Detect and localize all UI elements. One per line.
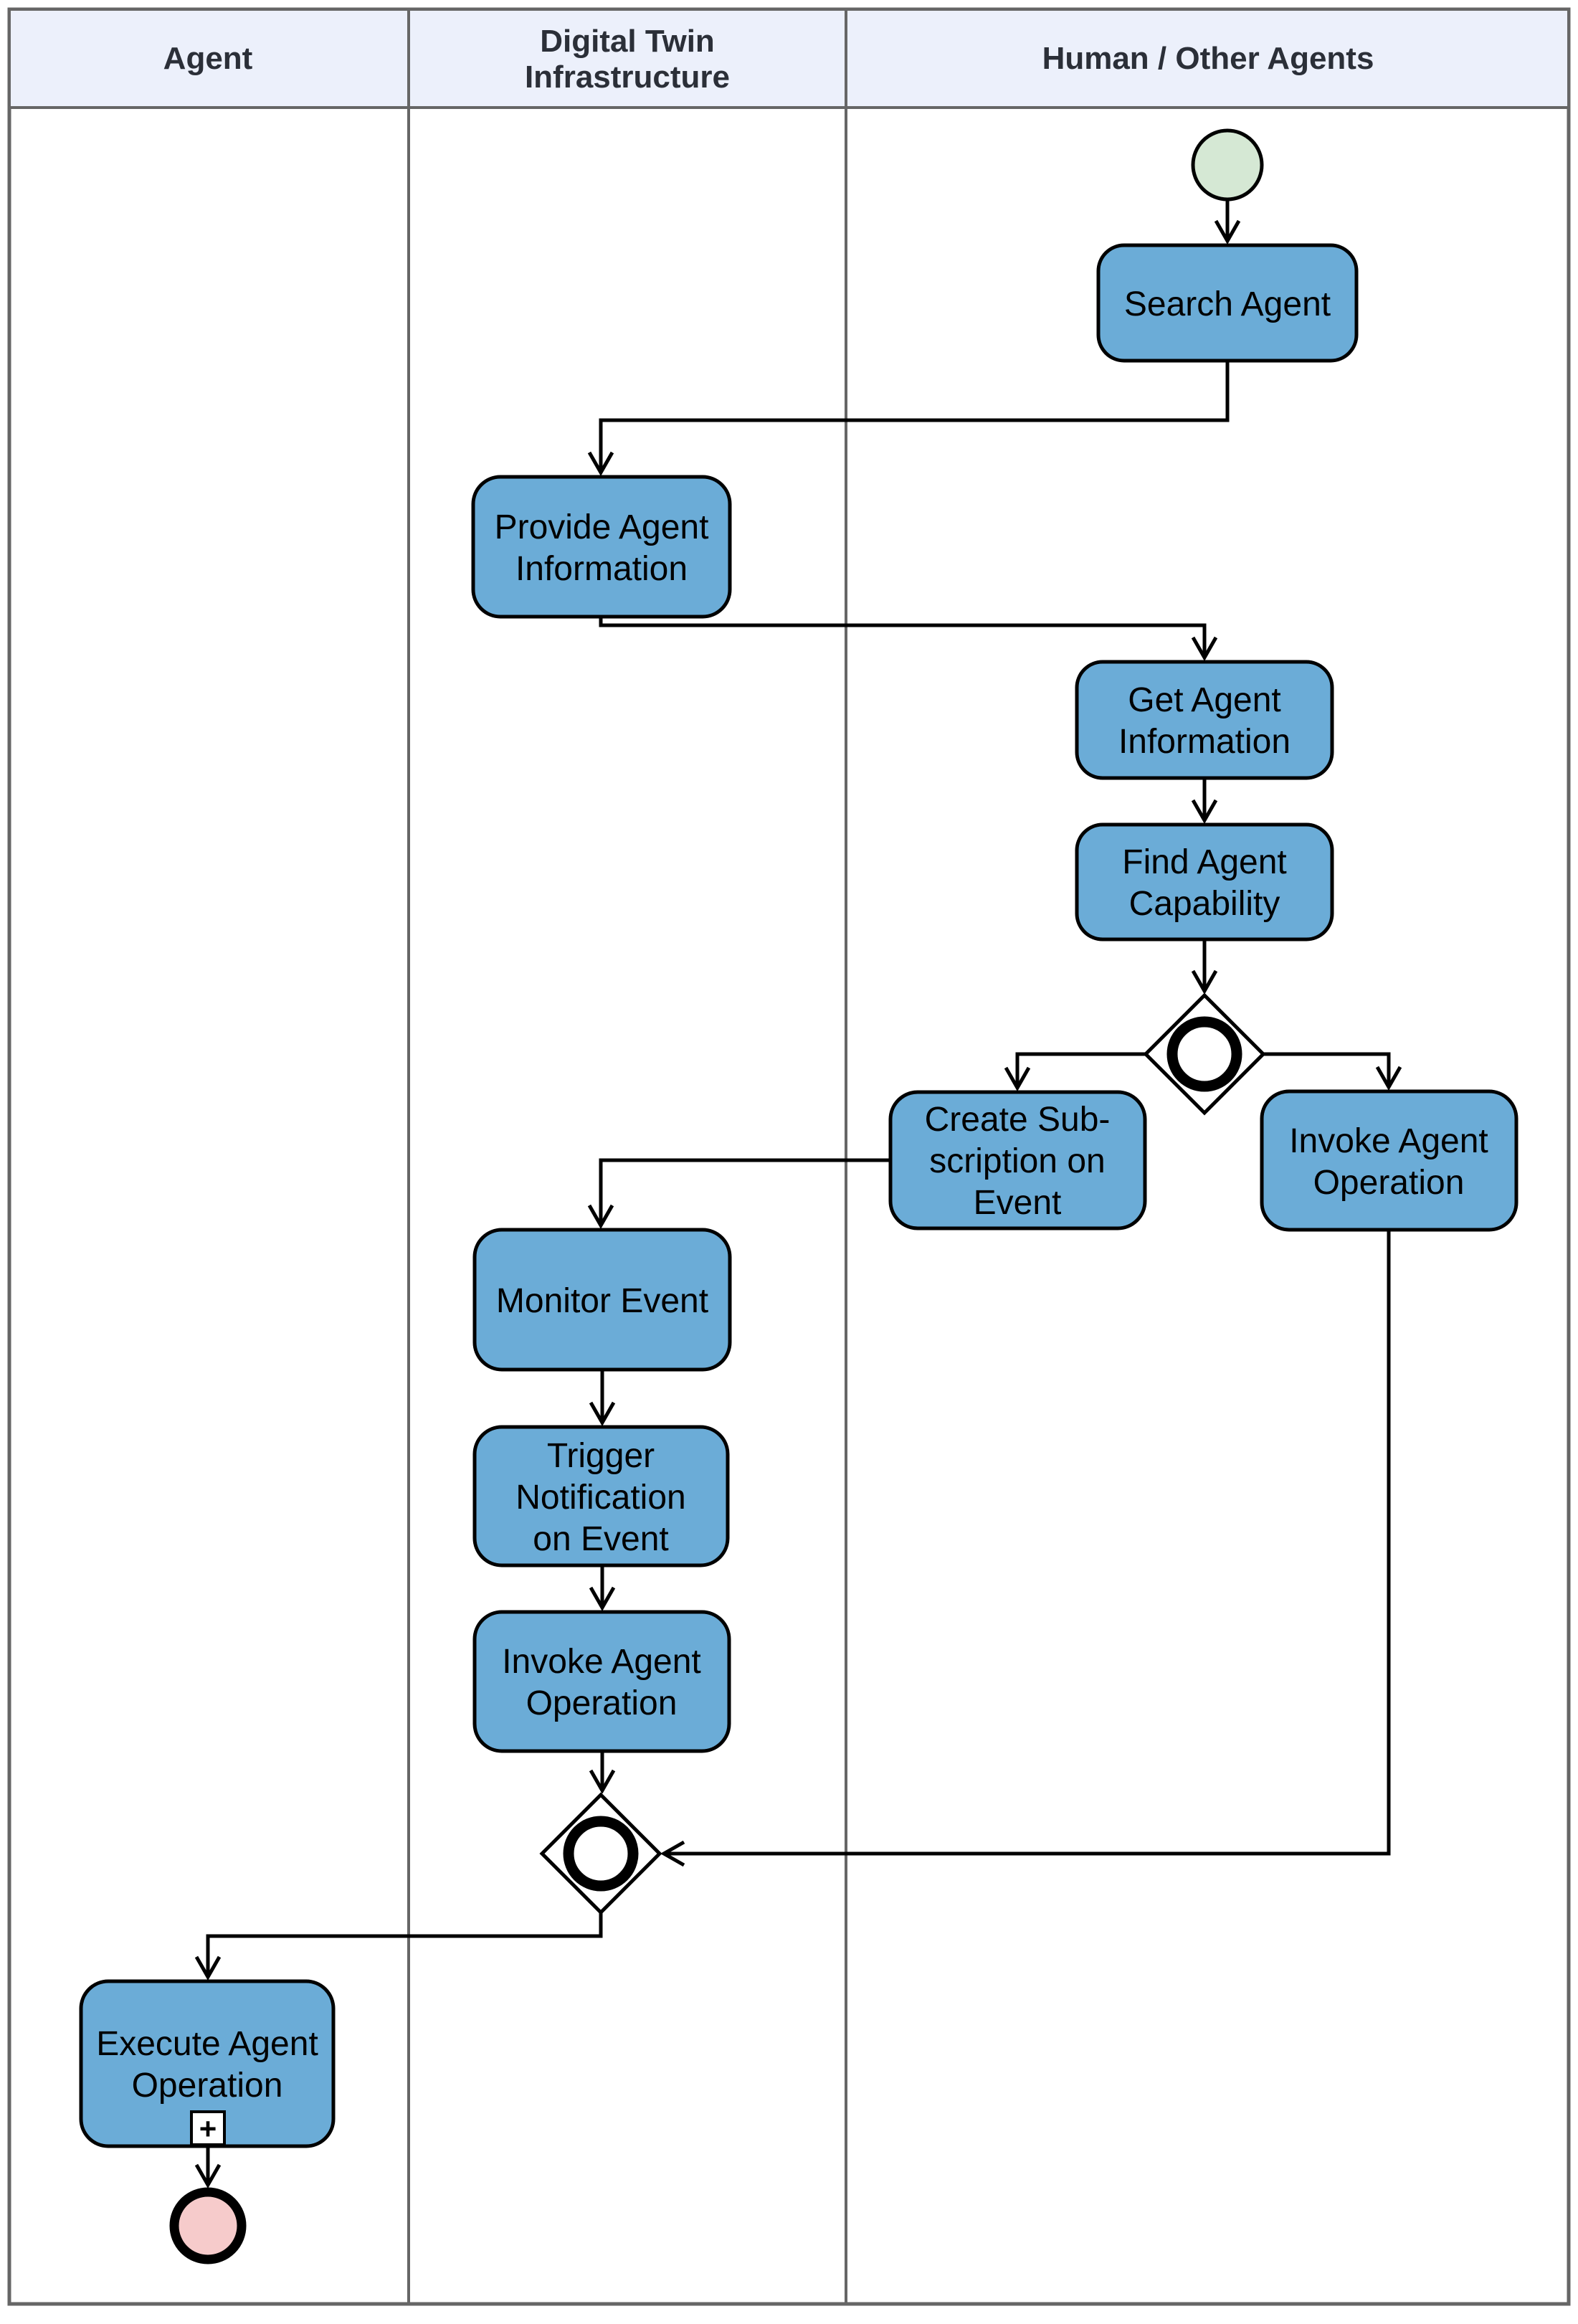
task-trigger-notification-label-line-1: Trigger [547,1437,655,1475]
flow-gateway-1-to-create-subscription [1017,1052,1146,1088]
task-search-agent-box [1096,243,1359,363]
flow-invoke-agent-operation-human-to-gateway-2 [664,1230,1391,1854]
gateway-2-diamond [539,1792,662,1915]
flow-gateway-2-to-execute-agent-operation [208,1912,603,1977]
event-gateway-1 [1143,992,1266,1116]
task-get-agent-information-label-line-1: Get Agent [1128,681,1281,719]
task-find-agent-capability: Find Agent Capability [1075,822,1334,942]
task-monitor-event: Monitor Event [472,1228,732,1372]
task-create-subscription-label-line-1: Create Sub- [925,1101,1111,1139]
gateway-2-circle [563,1816,639,1892]
task-monitor-event-label: Monitor Event [496,1282,708,1320]
task-provide-agent-information-label-line-2: Information [515,550,688,588]
lane-label-digital-twin-line-1: Digital Twin [540,24,715,59]
gateway-1-circle [1166,1016,1242,1092]
task-invoke-agent-operation-human-box [1260,1089,1518,1232]
gateway-1-diamond [1143,992,1266,1116]
task-search-agent-label: Search Agent [1124,285,1331,323]
task-get-agent-information-label-line-2: Information [1118,723,1291,761]
lane-header-row [8,8,1570,109]
start-event [1191,128,1264,201]
event-gateway-2 [539,1792,662,1915]
flow-create-subscription-to-monitor-event [601,1158,890,1225]
task-invoke-agent-operation-infra-label-line-2: Operation [526,1684,678,1722]
task-monitor-event-box [472,1228,732,1372]
task-find-agent-capability-box [1075,822,1334,942]
task-trigger-notification-label-line-2: Notification [515,1479,685,1517]
task-trigger-notification-on-event: Trigger Notification on Event [472,1425,730,1567]
subprocess-plus-icon: + [199,2112,217,2145]
end-event [169,2187,247,2264]
task-invoke-agent-operation-human: Invoke Agent Operation [1260,1089,1518,1232]
task-get-agent-information-box [1075,660,1334,780]
flow-gateway-1-to-invoke-agent-operation-human [1263,1052,1389,1087]
task-invoke-agent-operation-infra: Invoke Agent Operation [472,1610,731,1753]
task-execute-agent-operation: Execute Agent Operation + [79,1979,336,2148]
lane-label-agent: Agent [163,41,253,76]
task-provide-agent-information: Provide Agent Information [471,475,732,619]
task-provide-agent-information-label-line-1: Provide Agent [495,508,709,546]
task-trigger-notification-box [472,1425,730,1567]
task-invoke-agent-operation-human-label-line-1: Invoke Agent [1289,1122,1488,1160]
task-trigger-notification-label-line-3: on Event [533,1520,668,1558]
task-find-agent-capability-label-line-1: Find Agent [1122,843,1287,881]
task-invoke-agent-operation-human-label-line-2: Operation [1313,1164,1465,1202]
flow-provide-agent-information-to-get-agent-information [599,617,1204,658]
task-provide-agent-information-box [471,475,732,619]
task-execute-agent-operation-label-line-1: Execute Agent [96,2025,318,2063]
lane-label-human-other-agents: Human / Other Agents [1042,41,1374,76]
task-create-subscription-label-line-3: Event [974,1184,1062,1222]
task-execute-agent-operation-label-line-2: Operation [132,2067,283,2105]
task-create-subscription-on-event-box [888,1090,1147,1230]
task-create-subscription-on-event: Create Sub- scription on Event [888,1090,1147,1230]
task-invoke-agent-operation-infra-box [472,1610,731,1753]
flow-search-agent-to-provide-agent-information [601,361,1230,473]
task-get-agent-information: Get Agent Information [1075,660,1334,780]
subprocess-marker [190,2110,226,2146]
task-create-subscription-label-line-2: scription on [929,1142,1105,1180]
task-invoke-agent-operation-infra-label-line-1: Invoke Agent [502,1643,701,1681]
task-search-agent: Search Agent [1096,243,1359,363]
task-find-agent-capability-label-line-2: Capability [1129,885,1280,923]
lane-label-digital-twin-line-2: Infrastructure [525,60,730,95]
